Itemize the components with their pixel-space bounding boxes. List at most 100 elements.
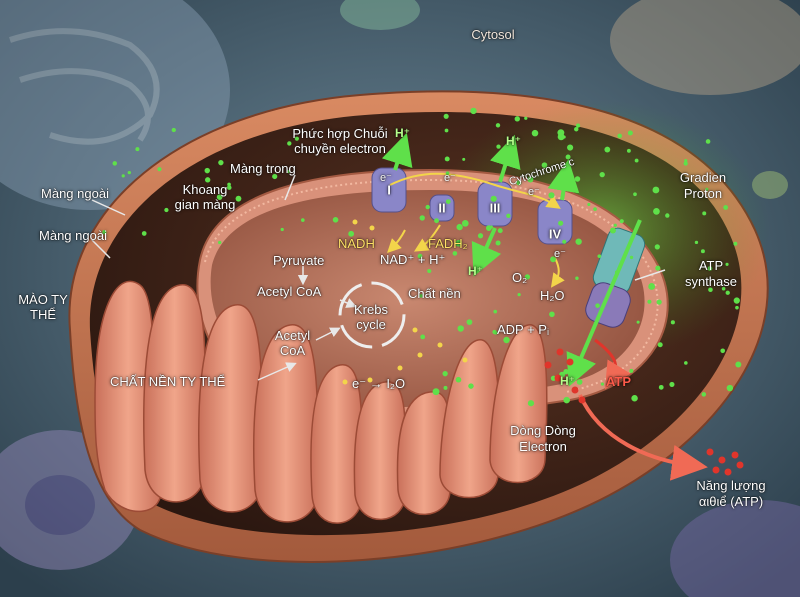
proton-dot — [218, 160, 224, 166]
h-plus-label-4: H⁺ — [560, 374, 575, 388]
proton-dot — [470, 107, 477, 115]
proton-dot — [735, 361, 742, 368]
proton-dot — [726, 384, 734, 392]
proton-dot — [141, 231, 147, 236]
proton-dot — [654, 244, 660, 250]
electron-dot — [437, 342, 443, 348]
proton-dot — [461, 219, 469, 227]
proton-dot — [721, 286, 726, 291]
proton-dot — [216, 194, 223, 200]
proton-dot — [600, 382, 604, 386]
electron-dot — [367, 377, 373, 383]
proton-dot — [506, 213, 511, 218]
h-plus-label-2: H⁺ — [506, 134, 521, 148]
complex-iii — [477, 181, 513, 227]
proton-dot — [563, 396, 570, 404]
proton-dot — [548, 192, 555, 199]
cristae — [94, 280, 548, 524]
proton-dot — [631, 394, 638, 402]
proton-dot — [593, 207, 597, 211]
proton-dot — [456, 223, 463, 231]
proton-dot — [705, 139, 711, 144]
proton-dot — [627, 130, 633, 136]
proton-dot — [455, 239, 463, 247]
electron-dot — [369, 225, 375, 231]
proton-dot — [702, 211, 707, 216]
electron-dot — [462, 357, 468, 363]
proton-dot — [121, 174, 125, 178]
atp-dot — [571, 386, 579, 394]
proton-dot — [733, 241, 738, 246]
proton-dot — [575, 276, 579, 280]
proton-dot — [280, 227, 284, 232]
proton-dot — [466, 319, 473, 326]
proton-dot — [164, 207, 169, 213]
proton-dot — [332, 217, 339, 223]
proton-dot — [633, 192, 637, 197]
proton-dot — [597, 254, 602, 259]
atp-dot — [724, 468, 732, 476]
proton-dot — [226, 185, 232, 190]
h-plus-label-1: H⁺ — [395, 126, 410, 140]
atp-dot — [706, 448, 714, 456]
proton-gradient-label: Gradien Proton — [679, 170, 727, 201]
proton-dot — [619, 219, 624, 224]
proton-dot — [443, 385, 448, 390]
electron-label-3: e⁻ — [528, 186, 540, 198]
atp-dot — [566, 358, 574, 366]
proton-dot — [301, 218, 305, 222]
proton-dot — [432, 388, 440, 396]
proton-dot — [468, 383, 474, 389]
proton-dot — [171, 127, 176, 133]
particles — [102, 107, 744, 476]
proton-dot — [723, 205, 729, 210]
proton-dot — [516, 180, 522, 186]
proton-dot — [272, 173, 278, 180]
proton-dot — [558, 220, 564, 226]
proton-dot — [489, 225, 493, 229]
proton-dot — [648, 283, 656, 290]
proton-dot — [442, 370, 448, 377]
proton-dot — [495, 123, 501, 128]
proton-dot — [604, 146, 611, 153]
fadh2-label: FADH₂ — [428, 236, 468, 251]
proton-dot — [541, 162, 548, 168]
proton-dot — [348, 230, 355, 237]
energy-label: Năng lượng αιθιể (ATP) — [696, 478, 766, 509]
proton-dot — [443, 113, 449, 119]
proton-dot — [609, 227, 616, 234]
atp-dot — [712, 466, 720, 474]
proton-dot — [235, 195, 242, 202]
proton-dot — [287, 141, 292, 146]
proton-dot — [444, 156, 450, 162]
proton-dot — [157, 167, 162, 172]
proton-dot — [595, 303, 600, 308]
o2-label: O₂ — [512, 270, 528, 285]
proton-dot — [477, 233, 484, 239]
acetyl-coa-label-2: Acetyl CoA — [274, 328, 311, 358]
proton-dot — [527, 176, 534, 183]
proton-dot — [452, 251, 458, 256]
atp-synthase-label: ATP synthase — [684, 258, 738, 289]
matrix-title: CHẤT NỀN TY THỂ — [110, 374, 226, 389]
electron-dot — [412, 327, 418, 333]
pyruvate-label: Pyruvate — [273, 253, 325, 268]
proton-dot — [708, 287, 713, 293]
etc-complex-label: Phức hợp Chuỗi chuyền electron — [292, 126, 388, 156]
h-plus-label-3: H⁺ — [468, 264, 483, 278]
protein-complexes — [371, 167, 646, 328]
proton-dot — [669, 381, 675, 388]
proton-dot — [493, 309, 498, 314]
proton-dot — [503, 336, 510, 344]
proton-dot — [496, 144, 501, 149]
proton-dot — [701, 392, 707, 397]
electron-dot — [397, 365, 403, 371]
proton-dot — [653, 207, 660, 215]
proton-dot — [445, 199, 451, 204]
proton-dot — [574, 176, 581, 182]
complex-iii-label: III — [489, 200, 501, 216]
proton-dot — [420, 334, 426, 340]
proton-dot — [514, 116, 520, 122]
proton-dot — [684, 159, 688, 163]
atp-dot — [544, 361, 552, 369]
